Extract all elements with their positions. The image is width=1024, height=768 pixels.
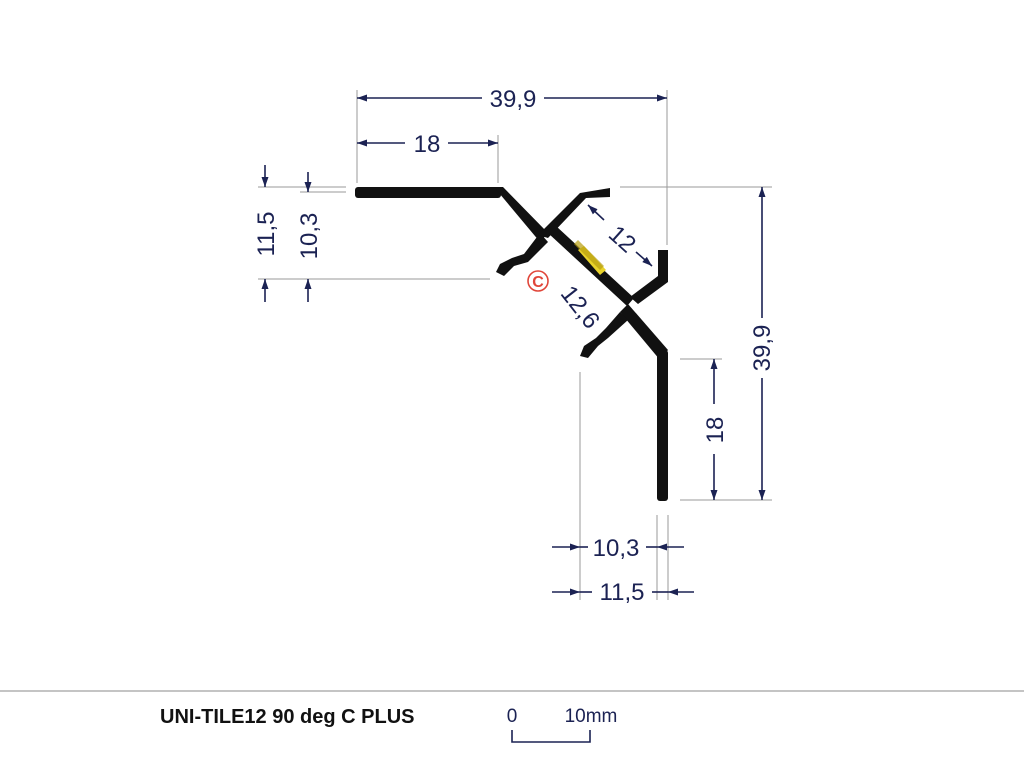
scale-bar-start-label: 0 bbox=[507, 706, 518, 727]
channel-upper-wall bbox=[538, 188, 610, 238]
dim-top-overall: 39,9 bbox=[490, 86, 537, 113]
bottom-diagonal-web bbox=[620, 304, 668, 360]
bottom-clip bbox=[580, 312, 628, 358]
scale-bar: 0 10mm bbox=[507, 706, 618, 743]
led-strip-base bbox=[574, 240, 604, 270]
scale-bar-line bbox=[511, 730, 591, 743]
product-title: UNI-TILE12 90 deg C PLUS bbox=[160, 706, 415, 728]
dim-bottom-outer: 11,5 bbox=[600, 579, 645, 606]
dim-right-overall: 39,9 bbox=[749, 325, 776, 372]
right-flange bbox=[657, 350, 668, 501]
dim-left-outer: 11,5 bbox=[253, 212, 280, 257]
dim-left-inner: 10,3 bbox=[296, 213, 323, 260]
dim-top-flange: 18 bbox=[414, 131, 441, 158]
extension-lines bbox=[258, 90, 772, 600]
left-clip bbox=[496, 233, 548, 276]
scale-bar-end-label: 10mm bbox=[565, 706, 618, 727]
c-badge: C bbox=[527, 270, 549, 292]
dim-bottom-inner: 10,3 bbox=[593, 535, 640, 562]
dim-diagonal: 12,6 bbox=[555, 281, 605, 334]
top-flange bbox=[355, 187, 501, 198]
dimension-lines bbox=[261, 94, 766, 596]
top-diagonal-web bbox=[494, 187, 548, 242]
channel-right-lip bbox=[630, 250, 668, 304]
dim-right-flange: 18 bbox=[702, 417, 729, 444]
corner-profile bbox=[355, 187, 668, 501]
channel-side-wall bbox=[548, 226, 634, 306]
dim-led-width: 12 bbox=[603, 220, 641, 258]
c-badge-letter: C bbox=[532, 274, 544, 291]
